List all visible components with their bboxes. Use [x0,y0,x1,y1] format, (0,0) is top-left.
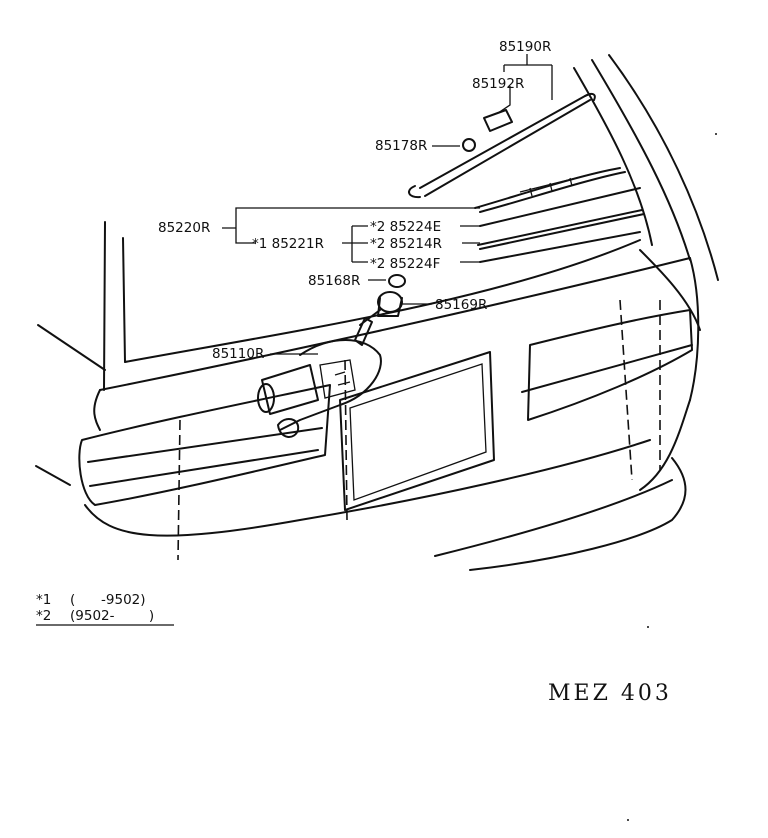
note2-text: (9502- ) [70,608,154,624]
label-85220R: 85220R [158,220,210,236]
label-85178R: 85178R [375,138,427,154]
note1-mark: *1 [36,592,51,608]
footnotes: *1 ( -9502) *2 (9502- ) [36,592,174,626]
note1-text: ( -9502) [70,592,146,608]
label-85190R: 85190R [499,39,551,55]
label-85224E: *2 85224E [370,219,441,235]
vehicle-body [35,54,719,571]
label-85169R: 85169R [435,297,487,313]
callout-lines [222,54,553,355]
label-85192R: 85192R [472,76,524,92]
part-labels: 85190R 85192R 85178R 85220R *1 85221R *2… [158,39,551,362]
label-85168R: 85168R [308,273,360,289]
label-85214R: *2 85214R [370,236,442,252]
label-85110R: 85110R [212,346,264,362]
label-85221R: *1 85221R [252,236,324,252]
drawing-code: MEZ 403 [548,681,672,706]
wiper-arm-assembly [377,92,645,317]
wiper-motor [257,309,382,438]
note2-mark: *2 [36,608,51,624]
label-85224F: *2 85224F [370,256,440,272]
